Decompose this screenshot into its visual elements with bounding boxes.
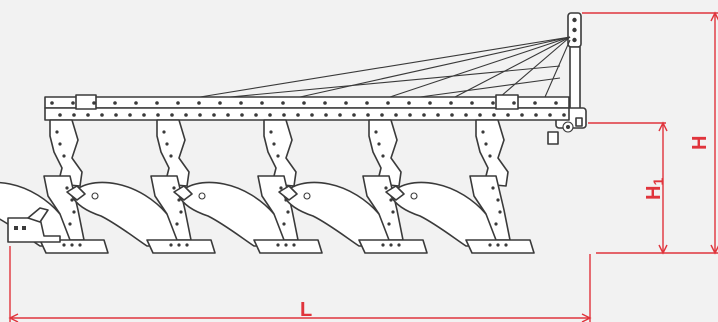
beam-hole xyxy=(478,113,482,117)
beam-hole xyxy=(428,101,432,105)
beam-hole xyxy=(268,113,272,117)
main-beam xyxy=(44,94,570,121)
beam-hole xyxy=(533,101,537,105)
beam-hole xyxy=(506,113,510,117)
beam-hole xyxy=(464,113,468,117)
beam-hole xyxy=(492,113,496,117)
beam-hole xyxy=(449,101,453,105)
beam-hole xyxy=(71,101,75,105)
plough-bodies xyxy=(0,119,535,254)
beam-hole xyxy=(239,101,243,105)
beam-hole xyxy=(436,113,440,117)
beam-hole xyxy=(554,101,558,105)
beam-hole xyxy=(197,101,201,105)
beam-hole xyxy=(491,101,495,105)
beam-hole xyxy=(170,113,174,117)
beam-hole xyxy=(155,101,159,105)
beam-hole xyxy=(113,101,117,105)
beam-hole xyxy=(323,101,327,105)
beam-hole xyxy=(176,101,180,105)
h1-label: H1 xyxy=(643,178,666,200)
frame-stays xyxy=(199,36,571,98)
beam-hole xyxy=(296,113,300,117)
rear-landside xyxy=(7,207,61,243)
beam-hole xyxy=(184,113,188,117)
beam-hole xyxy=(365,101,369,105)
beam-hole xyxy=(226,113,230,117)
beam-hole xyxy=(281,101,285,105)
dimension-height: H xyxy=(582,11,718,255)
beam-holes xyxy=(50,101,566,117)
beam-hole xyxy=(562,113,566,117)
beam-hole xyxy=(338,113,342,117)
dimension-length: L xyxy=(8,246,592,322)
beam-hole xyxy=(548,113,552,117)
beam-hole xyxy=(212,113,216,117)
dimension-h1: H1 xyxy=(588,121,668,255)
beam-hole xyxy=(386,101,390,105)
pin-clip xyxy=(547,131,559,145)
beam-hole xyxy=(156,113,160,117)
beam-hole xyxy=(520,113,524,117)
beam-hole xyxy=(72,113,76,117)
beam-hole xyxy=(344,101,348,105)
beam-hole xyxy=(114,113,118,117)
beam-hole xyxy=(470,101,474,105)
beam-hole xyxy=(86,113,90,117)
beam-hole xyxy=(407,101,411,105)
beam-hole xyxy=(260,101,264,105)
length-label: L xyxy=(300,299,312,321)
beam-hole xyxy=(408,113,412,117)
beam-hole xyxy=(534,113,538,117)
beam-hole xyxy=(134,101,138,105)
beam-hole xyxy=(142,113,146,117)
height-label: H xyxy=(689,136,711,150)
beam-hole xyxy=(58,113,62,117)
beam-hole xyxy=(100,113,104,117)
beam-hole xyxy=(302,101,306,105)
beam-hole xyxy=(50,101,54,105)
beam-bottom-rail xyxy=(44,107,570,121)
beam-hole xyxy=(240,113,244,117)
beam-hole xyxy=(380,113,384,117)
beam-hole xyxy=(282,113,286,117)
beam-top-rail xyxy=(44,96,570,109)
beam-hole xyxy=(450,113,454,117)
beam-hole xyxy=(254,113,258,117)
beam-hole xyxy=(394,113,398,117)
beam-hole xyxy=(352,113,356,117)
beam-hole xyxy=(92,101,96,105)
beam-hole xyxy=(422,113,426,117)
beam-hole xyxy=(310,113,314,117)
headstock-post xyxy=(569,46,581,110)
beam-hole xyxy=(512,101,516,105)
beam-hole xyxy=(366,113,370,117)
beam-hole xyxy=(218,101,222,105)
beam-hole xyxy=(198,113,202,117)
plough-body-5 xyxy=(385,119,535,254)
beam-hole xyxy=(128,113,132,117)
beam-hole xyxy=(324,113,328,117)
